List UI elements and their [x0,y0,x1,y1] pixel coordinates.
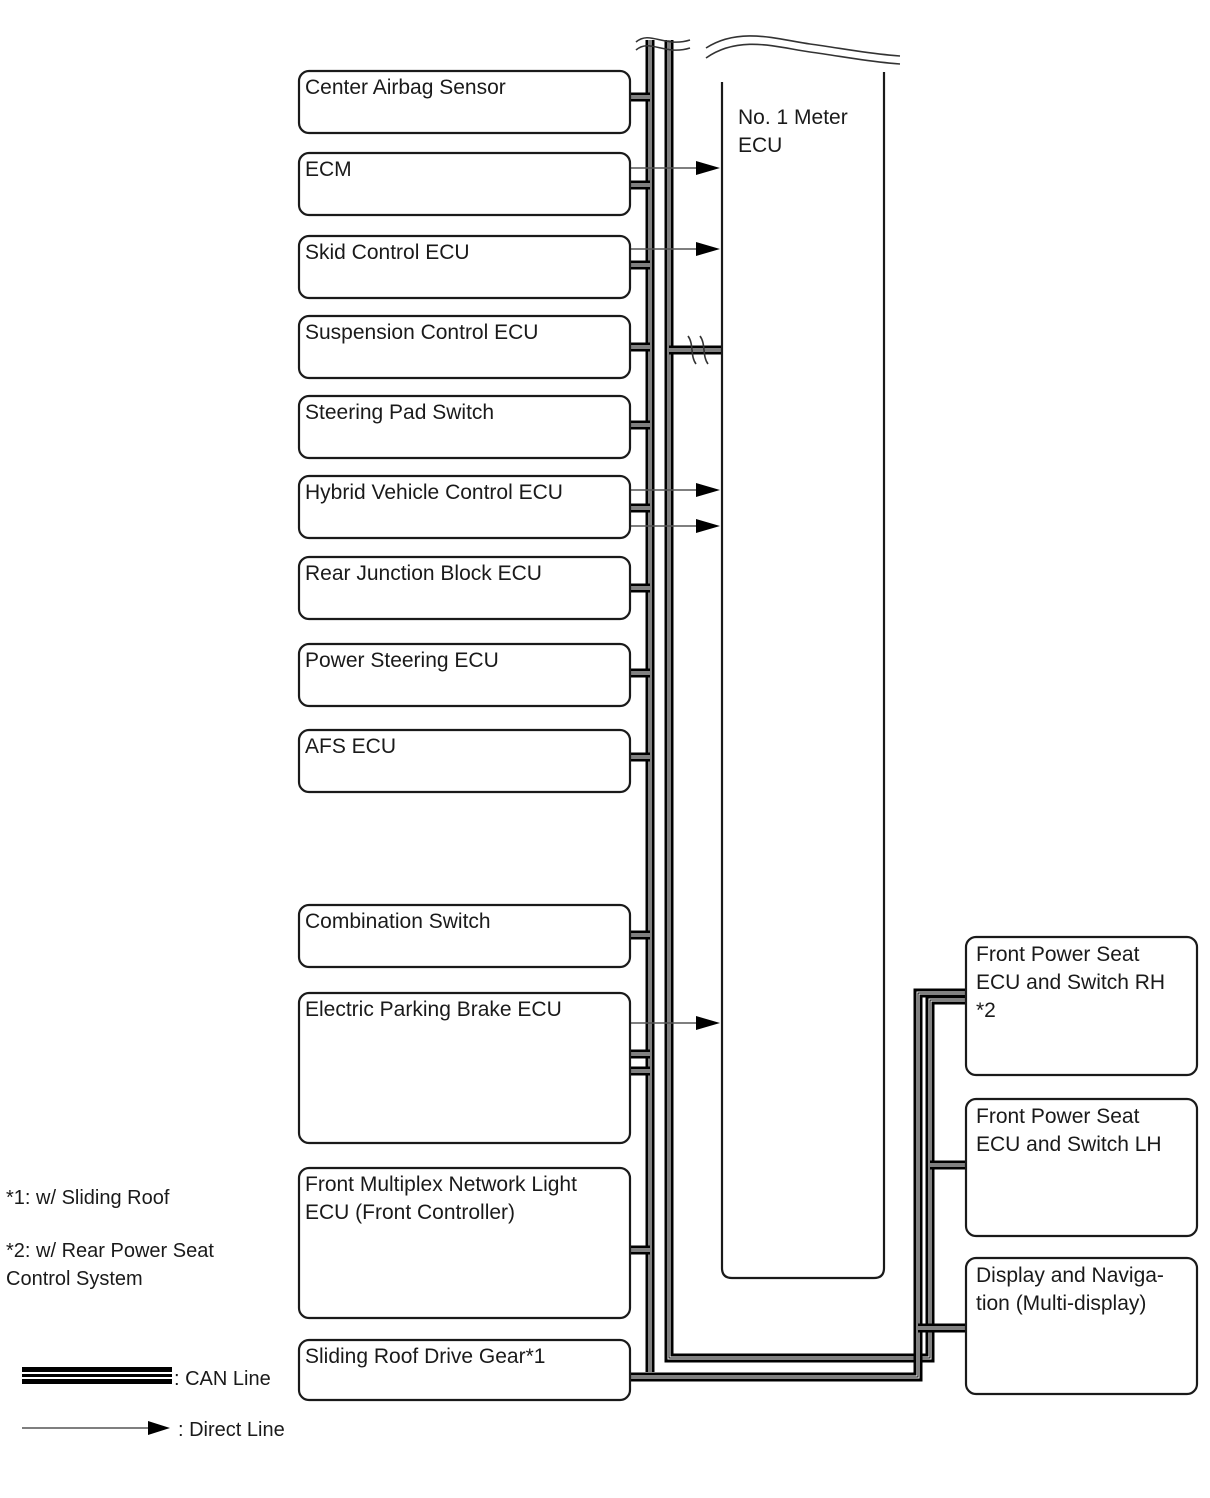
ecu-suspension-control-ecu: Suspension Control ECU [297,314,632,380]
can-bus-lines [630,40,967,1382]
direct-line-2 [630,483,720,497]
can-bus-trunk-b [664,40,967,1363]
can-line-legend-label: : CAN Line [174,1368,271,1390]
ecu-label: Front Power Seat [976,1105,1140,1128]
ecu-label: Combination Switch [305,910,491,933]
direct-line-legend-arrow [148,1421,170,1435]
ecu-label: Front Multiplex Network Light [305,1173,577,1196]
ecu-label: Display and Naviga- [976,1264,1164,1287]
ecu-box [297,1338,632,1402]
ecu-label: Steering Pad Switch [305,401,494,424]
can-bus-right-main [633,988,967,1382]
direct-line-3 [630,519,720,533]
legend-can-bar-bottom [22,1379,172,1384]
ecu-box [297,1166,632,1320]
ecu-box [297,69,632,135]
break-marks [635,35,901,365]
footnote-sliding-roof: *1: w/ Sliding Roof [6,1187,170,1209]
ecu-electric-parking-brake-ecu: Electric Parking Brake ECU [297,991,632,1145]
ecu-power-steering-ecu: Power Steering ECU [297,642,632,708]
legend-can-bar-top [22,1367,172,1372]
ecu-label: *2 [976,999,996,1022]
ecu-label: Power Steering ECU [305,649,499,672]
footnote-rear-power-seat-line2: Control System [6,1268,143,1290]
bus-break-top [635,37,691,43]
ecu-box [297,991,632,1145]
ecu-sliding-roof-drive-gear-1: Sliding Roof Drive Gear*1 [297,1338,632,1402]
ecu-label: Hybrid Vehicle Control ECU [305,481,563,504]
ecu-box [297,728,632,794]
direct-line-1 [630,242,720,256]
ecu-ecm: ECM [297,151,632,217]
ecu-label: AFS ECU [305,735,396,758]
ecu-box [297,903,632,969]
ecu-rear-junction-block-ecu: Rear Junction Block ECU [297,555,632,621]
stub-break-1 [687,335,697,365]
direct-line-arrow [696,519,720,533]
ecu-label: ECM [305,158,352,181]
can-line-legend-symbol [22,1367,172,1384]
ecu-box [964,935,1199,1077]
direct-line-legend-label: : Direct Line [178,1419,285,1441]
direct-line-arrow [696,1016,720,1030]
ecu-center-airbag-sensor: Center Airbag Sensor [297,69,632,135]
ecu-box [297,151,632,217]
ecu-display-and-naviga-tion-multi-display: Display and Naviga-tion (Multi-display) [964,1256,1199,1396]
footnotes: *1: w/ Sliding Roof *2: w/ Rear Power Se… [6,1187,214,1290]
direct-line-arrow [696,242,720,256]
legend-can-bar-mid [22,1374,172,1377]
ecu-label: Rear Junction Block ECU [305,562,542,585]
ecu-label: ECU and Switch LH [976,1133,1162,1156]
ecu-box [297,234,632,300]
ecu-label: Center Airbag Sensor [305,76,506,99]
ecu-box [297,394,632,460]
can-bus-right-main-core [633,992,967,1378]
ecu-box [297,314,632,380]
ecu-box [297,642,632,708]
ecu-label: Electric Parking Brake ECU [305,998,562,1021]
ecu-skid-control-ecu: Skid Control ECU [297,234,632,300]
direct-line-4 [630,1016,720,1030]
meter-ecu-label: No. 1 Meter [738,106,848,129]
ecu-label: Sliding Roof Drive Gear*1 [305,1345,545,1368]
meter-ecu-box [720,72,886,1280]
ecu-label: Front Power Seat [976,943,1140,966]
ecu-box [297,474,632,540]
direct-line-arrow [696,161,720,175]
ecu-label: ECU (Front Controller) [305,1201,515,1224]
ecu-afs-ecu: AFS ECU [297,728,632,794]
footnote-rear-power-seat-line1: *2: w/ Rear Power Seat [6,1240,214,1262]
ecu-hybrid-vehicle-control-ecu: Hybrid Vehicle Control ECU [297,474,632,540]
ecu-label: Skid Control ECU [305,241,470,264]
ecu-label: Suspension Control ECU [305,321,538,344]
direct-line-arrow [696,483,720,497]
meter-break-top [705,43,901,65]
can-bus-trunk-b-core [668,40,967,1359]
ecu-box [964,1097,1199,1238]
bus-break-top-2 [635,45,691,51]
ecu-label: tion (Multi-display) [976,1292,1146,1315]
legend: : CAN Line : Direct Line [22,1367,285,1441]
direct-line-0 [630,161,720,175]
stub-break-2 [699,335,709,365]
ecu-label: ECU and Switch RH [976,971,1165,994]
ecu-box [297,555,632,621]
direct-lines [630,161,720,1030]
meter-break-top-2 [705,35,901,57]
ecu-combination-switch: Combination Switch [297,903,632,969]
meter-ecu-label: ECU [738,134,782,157]
ecu-box [964,1256,1199,1396]
ecu-steering-pad-switch: Steering Pad Switch [297,394,632,460]
